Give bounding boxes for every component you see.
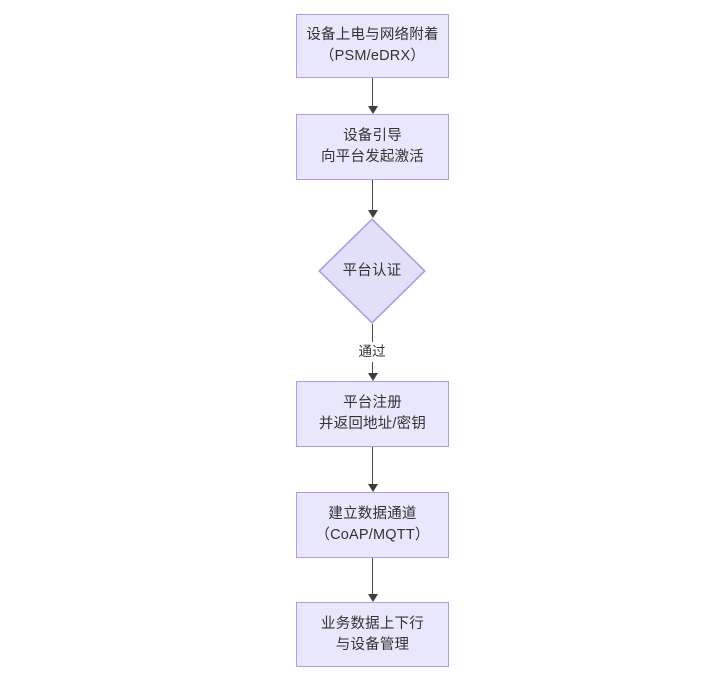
edge-line [372, 78, 374, 107]
edge-connector [367, 447, 378, 492]
node-platform-registration[interactable]: 平台注册 并返回地址/密钥 [296, 381, 449, 447]
edge-line [372, 447, 374, 485]
node-label-line1: 平台认证 [342, 262, 402, 279]
node-platform-authentication[interactable]: 平台认证 [318, 218, 426, 324]
node-label-line1: 设备上电与网络附着 [306, 27, 439, 43]
node-label-line1: 建立数据通道 [328, 506, 417, 522]
node-label-line2: 向平台发起激活 [321, 149, 424, 165]
edge-line [372, 558, 374, 595]
node-device-bootstrap[interactable]: 设备引导 向平台发起激活 [296, 114, 449, 180]
node-device-power-on[interactable]: 设备上电与网络附着 （PSM/eDRX） [296, 14, 449, 78]
node-label-line2: 与设备管理 [335, 636, 410, 653]
node-business-data-and-device-management[interactable]: 业务数据上下行 与设备管理 [296, 602, 449, 667]
edge-label-pass: 通过 [355, 342, 389, 362]
diamond-shape-icon [318, 218, 426, 324]
arrow-head-icon [367, 373, 378, 381]
arrow-head-icon [367, 484, 378, 492]
node-label-line2: （PSM/eDRX） [319, 48, 426, 64]
node-label-line1: 业务数据上下行 [321, 615, 424, 632]
node-label-line2: （CoAP/MQTT） [315, 527, 430, 543]
edge-connector [367, 180, 378, 218]
arrow-head-icon [367, 594, 378, 602]
node-label-line1: 平台注册 [343, 395, 402, 411]
node-label-line1: 设备引导 [343, 128, 402, 144]
node-establish-data-channel[interactable]: 建立数据通道 （CoAP/MQTT） [296, 492, 449, 558]
arrow-head-icon [367, 106, 378, 114]
edge-line [372, 180, 374, 211]
edge-connector [367, 78, 378, 114]
arrow-head-icon [367, 210, 378, 218]
node-label-line2: 并返回地址/密钥 [318, 416, 427, 432]
edge-connector [367, 558, 378, 602]
